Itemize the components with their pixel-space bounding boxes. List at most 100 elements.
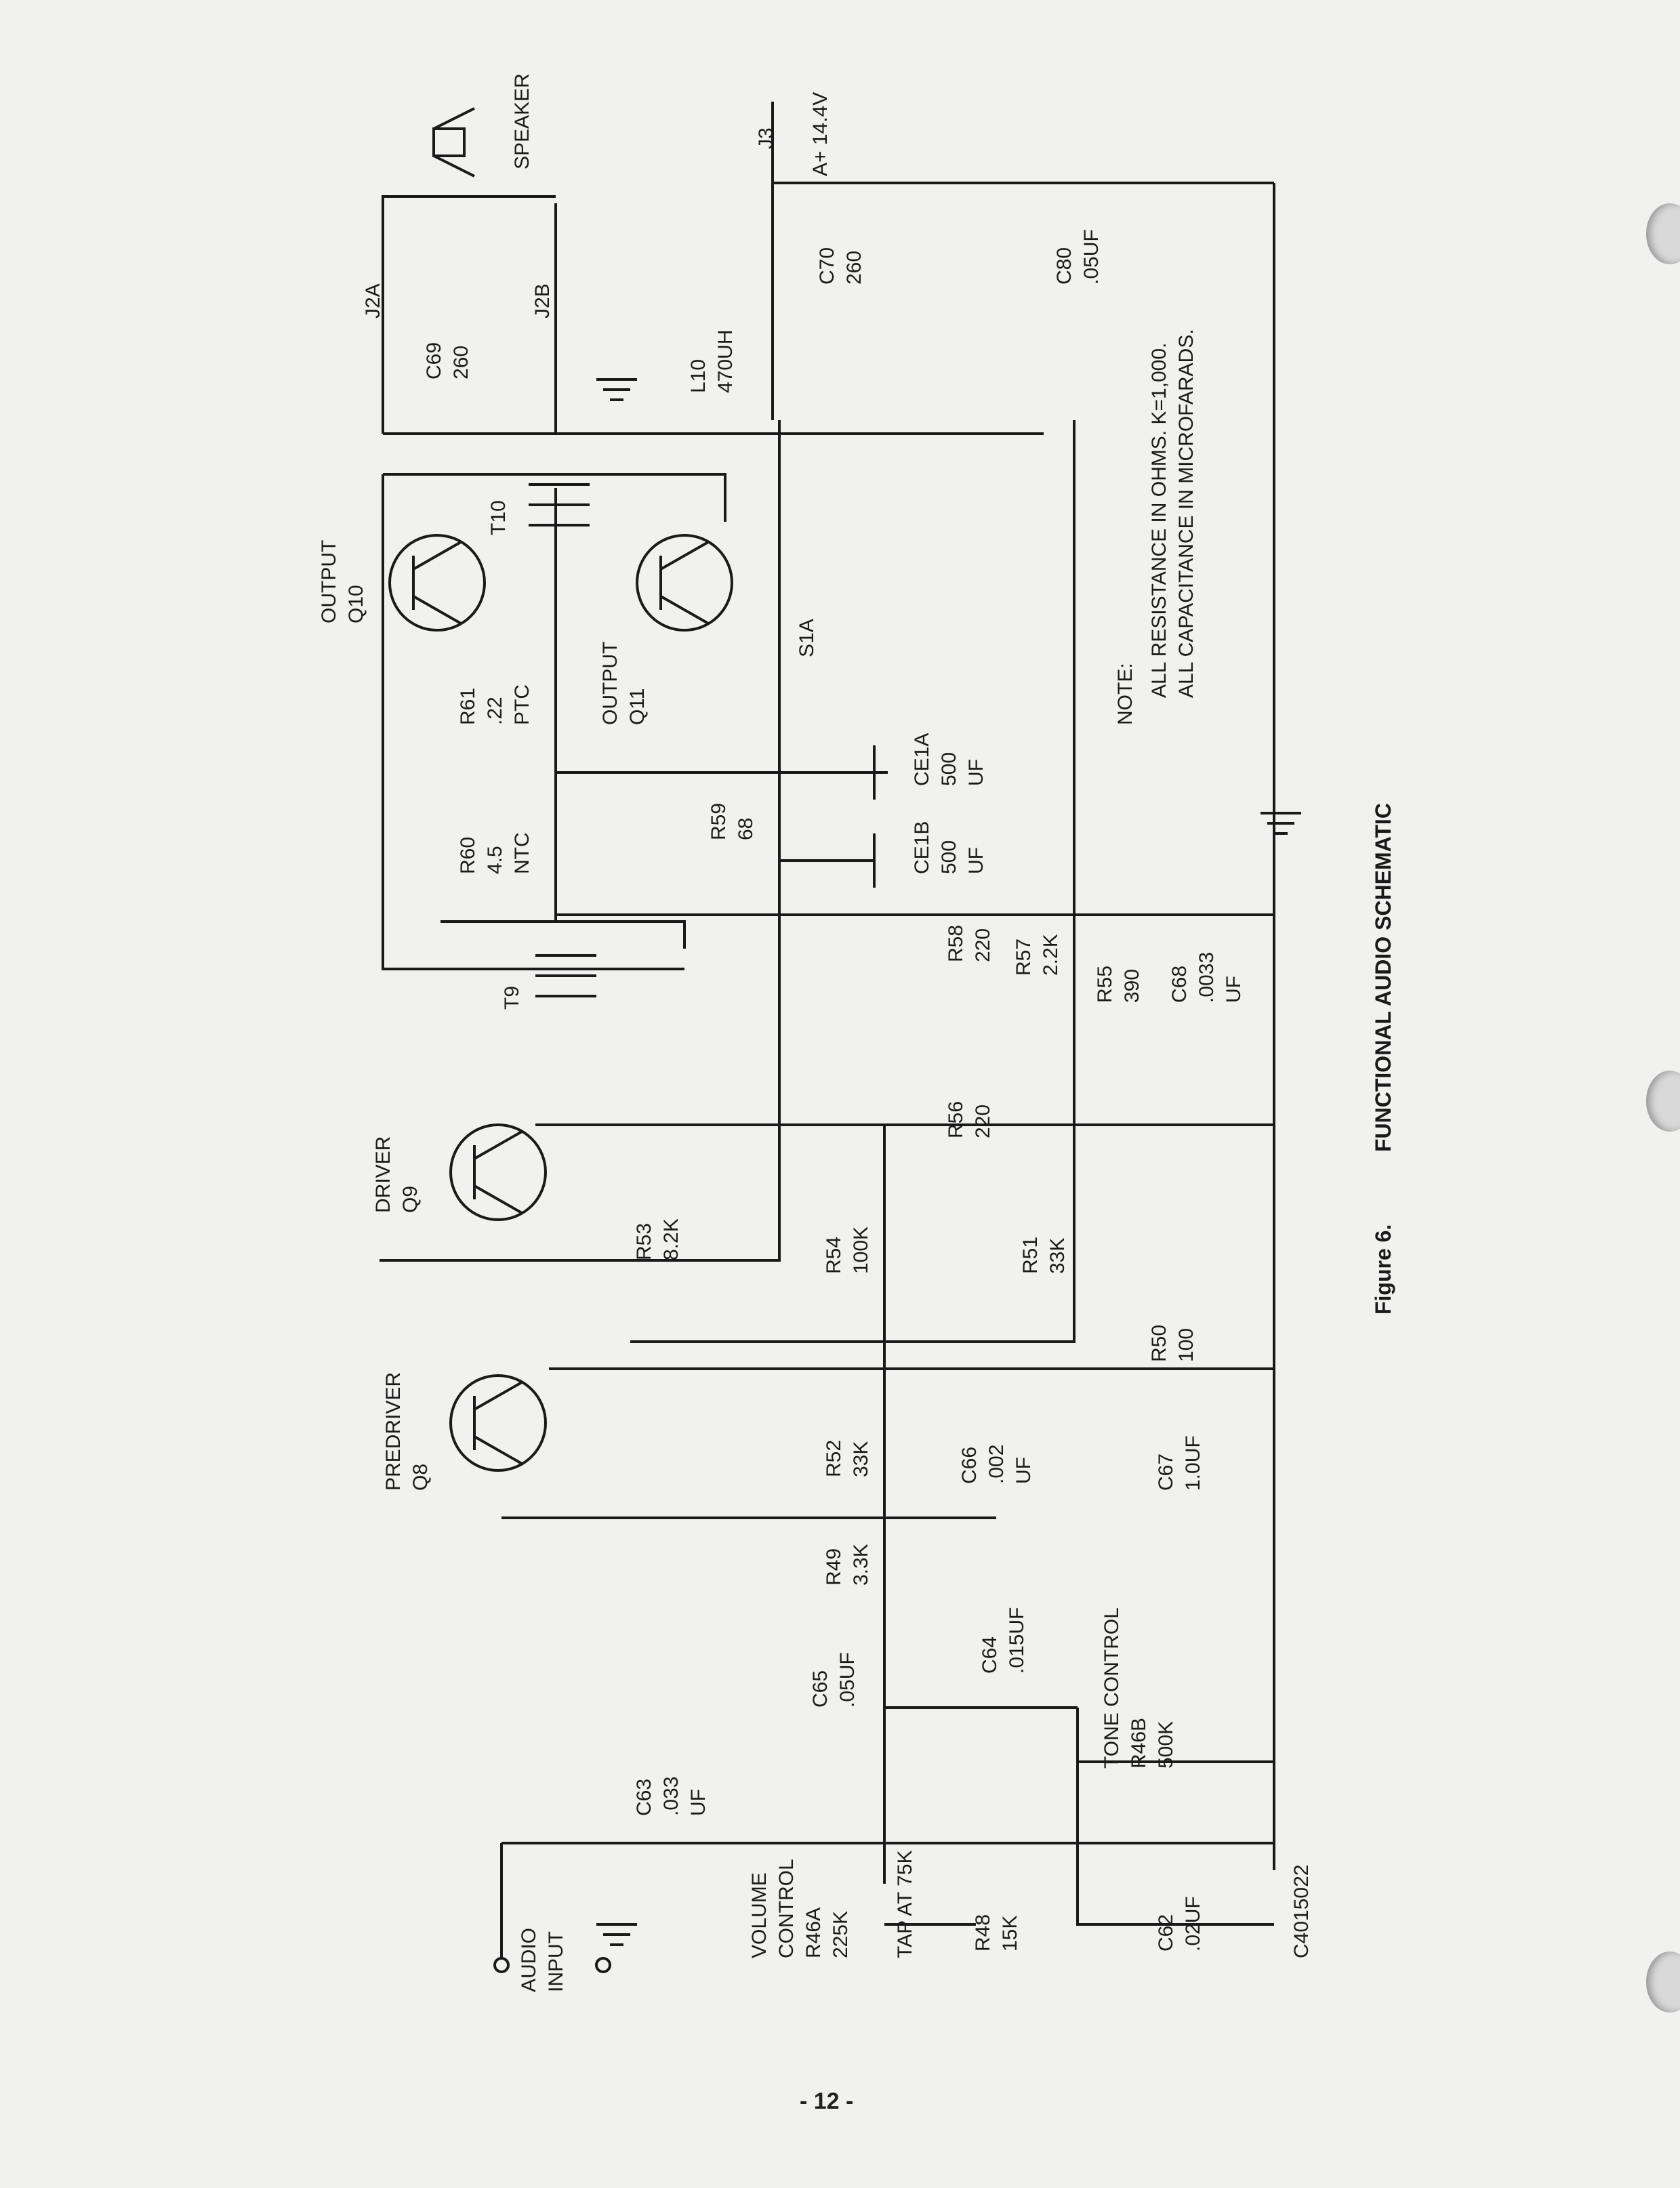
label-r59-2: 68 (735, 818, 757, 840)
label-volume-4: 225K (829, 1911, 852, 1958)
label-r54-2: 100K (850, 1226, 872, 1274)
label-l10-2: 470UH (714, 330, 737, 393)
label-c69-2: 260 (450, 346, 472, 379)
label-r51-2: 33K (1046, 1238, 1069, 1274)
label-r61-3: PTC (511, 684, 533, 725)
label-ce1a-2: 500 (938, 752, 960, 786)
label-r48-2: 15K (999, 1916, 1021, 1952)
audio-input-terminal-hot (493, 1957, 510, 1973)
label-c63-1: C63 (633, 1779, 655, 1816)
label-c66-1: C66 (958, 1447, 981, 1484)
label-r49-2: 3.3K (850, 1544, 872, 1586)
label-r51-1: R51 (1019, 1237, 1042, 1274)
label-output-q10-2: Q10 (345, 585, 367, 623)
label-volume-2: CONTROL (775, 1859, 798, 1958)
label-c80-2: .05UF (1080, 229, 1103, 285)
label-r55-1: R55 (1094, 966, 1116, 1003)
label-c63-3: UF (687, 1789, 710, 1816)
label-ce1a-1: CE1A (911, 733, 933, 786)
label-r53-2: 8.2K (660, 1218, 682, 1260)
label-r58-2: 220 (972, 928, 994, 962)
note-line-2: ALL CAPACITANCE IN MICROFARADS. (1175, 329, 1197, 698)
label-c65-2: .05UF (836, 1652, 859, 1708)
label-r58-1: R58 (945, 925, 967, 962)
speaker-icon (432, 107, 475, 178)
transistor-q11 (636, 534, 733, 632)
label-s1a: S1A (796, 619, 818, 657)
label-ce1b-3: UF (965, 847, 987, 874)
label-c64-2: .015UF (1006, 1607, 1028, 1674)
label-r55-2: 390 (1121, 969, 1143, 1003)
label-c66-2: .002 (985, 1445, 1008, 1484)
label-driver-1: DRIVER (372, 1136, 394, 1213)
label-tone-2: R46B (1128, 1718, 1150, 1769)
label-r60-3: NTC (511, 832, 533, 874)
label-t10: T10 (487, 500, 510, 535)
label-r57-1: R57 (1012, 938, 1035, 976)
label-r54-1: R54 (823, 1237, 845, 1274)
binder-hole-top (1646, 203, 1680, 264)
label-c68-1: C68 (1168, 966, 1191, 1003)
note-heading: NOTE: (1114, 663, 1136, 725)
label-j2b: J2B (531, 283, 554, 318)
label-c70-1: C70 (816, 247, 838, 285)
label-c68-2: .0033 (1195, 952, 1218, 1003)
label-j3: J3 (755, 127, 777, 149)
label-c80-1: C80 (1053, 247, 1075, 285)
label-c70-2: 260 (843, 251, 865, 285)
label-c68-3: UF (1223, 976, 1245, 1003)
label-c64-1: C64 (979, 1636, 1001, 1674)
transistor-q10 (388, 534, 486, 632)
ground-icon (596, 378, 1301, 1946)
label-r60-2: 4.5 (484, 846, 506, 874)
label-c67-1: C67 (1155, 1453, 1177, 1491)
label-r59-1: R59 (708, 803, 730, 840)
label-c66-3: UF (1012, 1457, 1035, 1484)
label-r52-2: 33K (850, 1441, 872, 1477)
figure-title: FUNCTIONAL AUDIO SCHEMATIC (1371, 803, 1395, 1152)
label-tone-1: TONE CONTROL (1101, 1607, 1123, 1769)
label-tap: TAP AT 75K (894, 1850, 916, 1958)
label-r52-1: R52 (823, 1440, 845, 1477)
audio-input-terminal-ground (595, 1957, 611, 1973)
label-r48-1: R48 (972, 1914, 994, 1952)
label-aplus: A+ 14.4V (809, 92, 832, 176)
label-ce1b-2: 500 (938, 840, 960, 874)
label-output-q10-1: OUTPUT (318, 540, 340, 623)
label-r56-2: 220 (972, 1105, 994, 1138)
component-labels: AUDIO INPUT VOLUME CONTROL R46A 225K TAP… (318, 73, 1313, 1992)
label-c62-1: C62 (1155, 1914, 1177, 1952)
label-c65-1: C65 (809, 1670, 832, 1708)
label-r57-2: 2.2K (1040, 934, 1062, 976)
page-number: - 12 - (800, 2088, 854, 2114)
label-c67-2: 1.0UF (1182, 1435, 1204, 1491)
binder-hole-bottom (1646, 1952, 1680, 2012)
transistor-q8 (449, 1374, 547, 1472)
label-audio-input-2: INPUT (545, 1931, 567, 1992)
transformer-t10 (529, 483, 590, 527)
label-r50-1: R50 (1148, 1325, 1170, 1362)
label-volume-3: R46A (802, 1907, 825, 1958)
label-r60-1: R60 (457, 837, 479, 874)
label-c63-2: .033 (660, 1777, 682, 1816)
binder-hole-middle (1646, 1071, 1680, 1132)
label-r61-1: R61 (457, 688, 479, 725)
label-output-q11-1: OUTPUT (599, 642, 621, 725)
label-r49-1: R49 (823, 1548, 845, 1586)
transformer-t9 (535, 954, 596, 997)
label-l10-1: L10 (687, 359, 710, 393)
label-volume-1: VOLUME (748, 1872, 771, 1958)
label-predriver-2: Q8 (409, 1464, 432, 1491)
label-speaker: SPEAKER (511, 73, 533, 169)
label-r53-1: R53 (633, 1223, 655, 1260)
label-r56-1: R56 (945, 1101, 967, 1138)
label-predriver-1: PREDRIVER (382, 1372, 405, 1491)
label-tone-3: 500K (1155, 1721, 1177, 1769)
label-c62-2: .02UF (1182, 1896, 1204, 1952)
label-t9: T9 (501, 986, 523, 1010)
label-r61-2: .22 (484, 697, 506, 725)
label-driver-2: Q9 (399, 1186, 422, 1213)
drawing-number: C4015022 (1290, 1865, 1313, 1958)
